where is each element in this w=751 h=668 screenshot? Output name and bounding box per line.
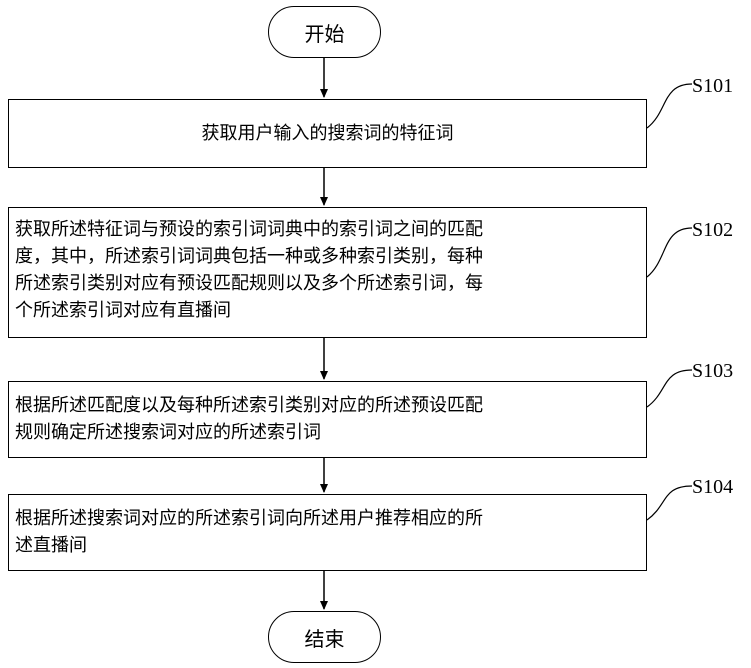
- leader-line-s101: [647, 84, 692, 128]
- leader-line-s102: [647, 228, 692, 277]
- step-box-s103: 根据所述匹配度以及每种所述索引类别对应的所述预设匹配 规则确定所述搜索词对应的所…: [8, 381, 647, 458]
- step-s102-line: 个所述索引词对应有直播间: [15, 297, 640, 324]
- step-s102-line: 获取所述特征词与预设的索引词词典中的索引词之间的匹配: [15, 216, 640, 243]
- leader-line-s104: [647, 486, 692, 520]
- step-s103-line: 规则确定所述搜索词对应的所述索引词: [15, 419, 640, 446]
- step-s103-line: 根据所述匹配度以及每种所述索引类别对应的所述预设匹配: [15, 392, 640, 419]
- step-box-s102: 获取所述特征词与预设的索引词词典中的索引词之间的匹配 度，其中，所述索引词词典包…: [8, 207, 647, 338]
- step-s102-line: 所述索引类别对应有预设匹配规则以及多个所述索引词，每: [15, 270, 640, 297]
- step-box-s101: 获取用户输入的搜索词的特征词: [8, 99, 647, 168]
- step-s101-line: 获取用户输入的搜索词的特征词: [202, 120, 454, 147]
- step-id-label-s103: S103: [692, 360, 733, 383]
- start-terminal: 开始: [268, 6, 381, 58]
- end-label: 结束: [305, 623, 345, 652]
- leader-line-s103: [647, 370, 692, 407]
- step-s102-line: 度，其中，所述索引词词典包括一种或多种索引类别，每种: [15, 243, 640, 270]
- step-id-label-s101: S101: [692, 75, 733, 98]
- end-terminal: 结束: [268, 611, 381, 663]
- step-id-label-s104: S104: [692, 476, 733, 499]
- step-s104-line: 根据所述搜索词对应的所述索引词向所述用户推荐相应的所: [15, 505, 640, 532]
- start-label: 开始: [305, 18, 345, 47]
- step-box-s104: 根据所述搜索词对应的所述索引词向所述用户推荐相应的所 述直播间: [8, 494, 647, 571]
- step-s104-line: 述直播间: [15, 532, 640, 559]
- step-id-label-s102: S102: [692, 219, 733, 242]
